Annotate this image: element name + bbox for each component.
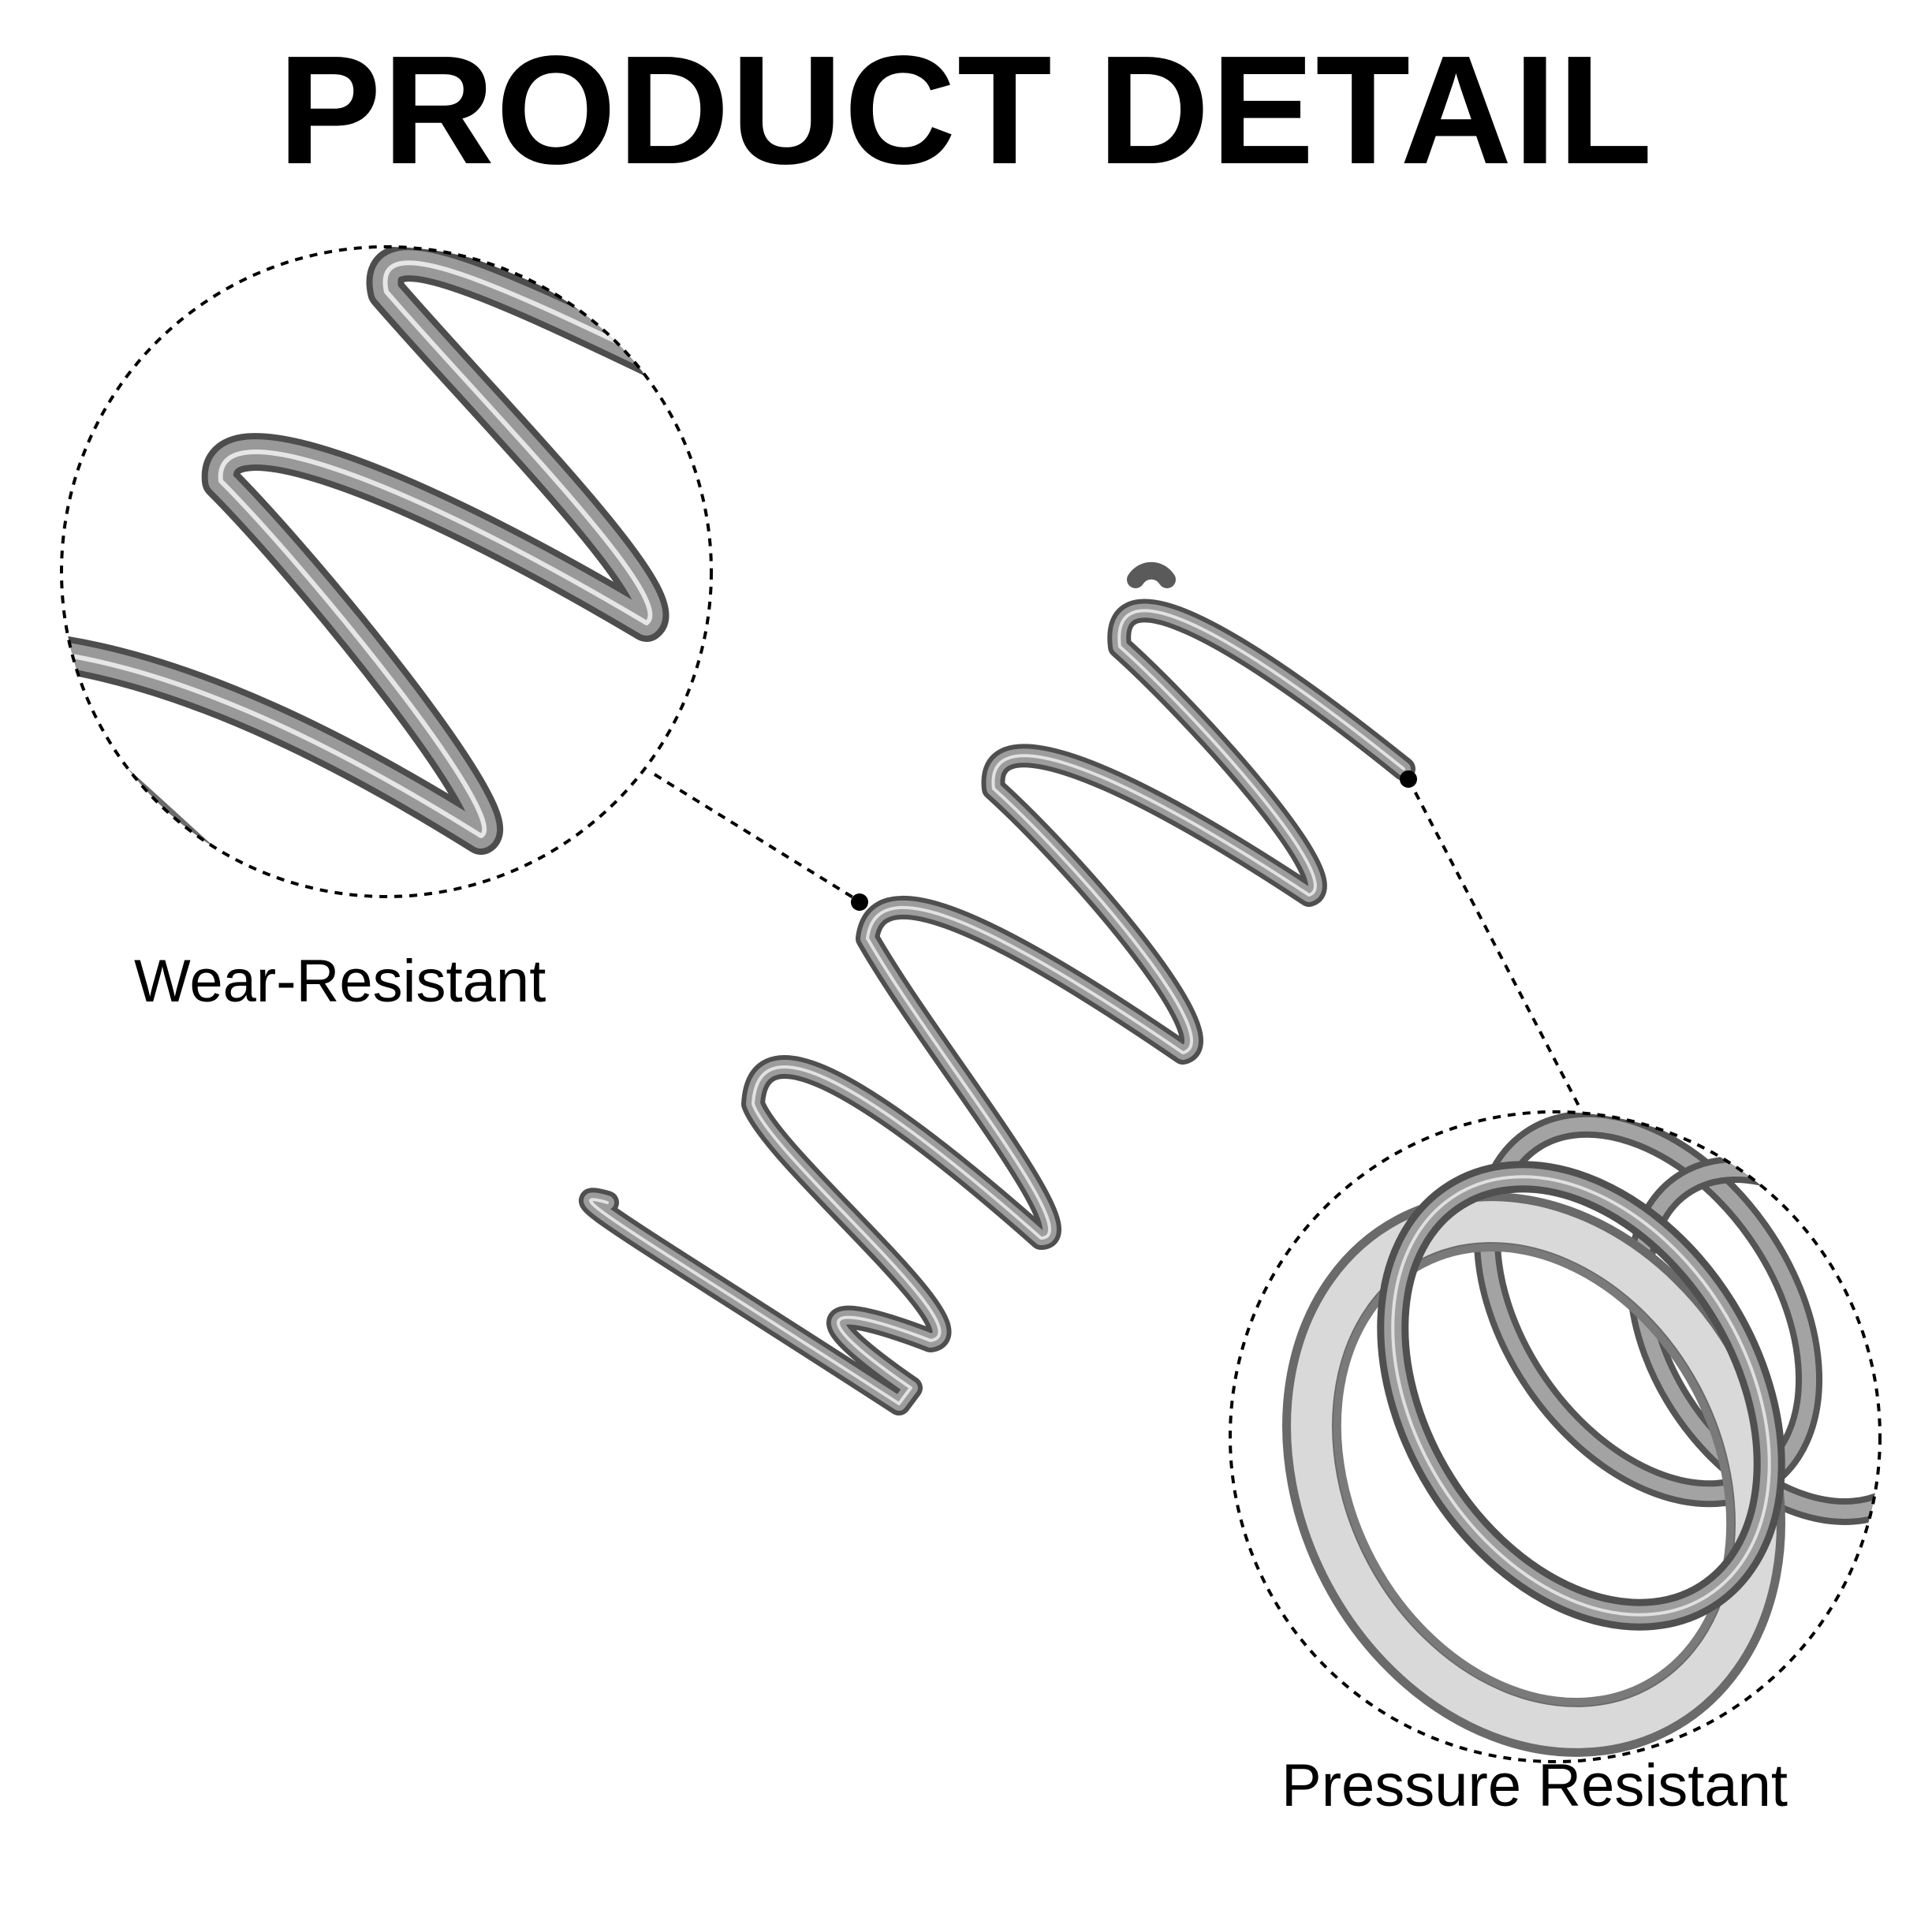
callout-label-wear-resistant: Wear-Resistant (134, 948, 546, 1015)
page-title: PRODUCT DETAIL (278, 24, 1654, 196)
magnified-spring-end-image (1229, 1110, 1882, 1763)
leader-dot-wear (851, 893, 868, 911)
callout-leaders (653, 770, 1583, 1111)
magnified-coils-image (60, 245, 713, 898)
callout-label-pressure-resistant: Pressure Resistant (1281, 1752, 1788, 1819)
leader-line-pressure (1407, 778, 1583, 1111)
compression-spring-image (578, 561, 1415, 1415)
leader-line-wear (653, 773, 860, 902)
leader-dot-pressure (1400, 770, 1417, 788)
